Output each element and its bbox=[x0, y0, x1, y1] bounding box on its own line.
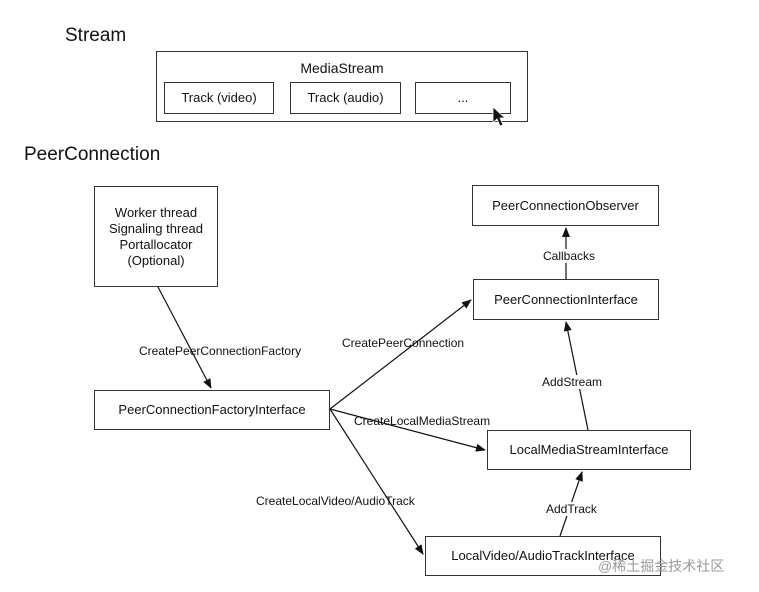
label-create-pc: CreatePeerConnection bbox=[342, 336, 465, 350]
watermark: @稀土掘金技术社区 bbox=[598, 558, 725, 574]
threads-box: Worker thread Signaling thread Portalloc… bbox=[94, 186, 218, 287]
pc-interface-box: PeerConnectionInterface bbox=[473, 279, 659, 320]
factory-interface-box: PeerConnectionFactoryInterface bbox=[94, 390, 330, 430]
label-create-local-track: CreateLocalVideo/AudioTrack bbox=[256, 494, 415, 508]
local-track-box: LocalVideo/AudioTrackInterface bbox=[425, 536, 661, 576]
threads-line-worker: Worker thread bbox=[114, 204, 198, 220]
label-add-track: AddTrack bbox=[546, 502, 597, 516]
track-audio-box: Track (audio) bbox=[290, 82, 401, 114]
threads-line-signaling: Signaling thread bbox=[109, 220, 203, 236]
label-create-factory: CreatePeerConnectionFactory bbox=[139, 344, 302, 358]
edge-create-local-stream bbox=[329, 408, 486, 452]
observer-box: PeerConnectionObserver bbox=[472, 185, 659, 226]
local-stream-box: LocalMediaStreamInterface bbox=[487, 430, 691, 470]
edge-create-factory bbox=[157, 286, 212, 389]
threads-line-optional: (Optional) bbox=[127, 252, 185, 268]
edge-create-local-track bbox=[329, 408, 424, 555]
stream-heading: Stream bbox=[65, 25, 127, 46]
label-add-stream: AddStream bbox=[542, 375, 603, 389]
cursor-icon bbox=[492, 106, 507, 127]
label-create-local-stream: CreateLocalMediaStream bbox=[354, 414, 491, 428]
edge-create-pc bbox=[329, 299, 472, 410]
threads-text: Worker thread Signaling thread Portalloc… bbox=[109, 205, 203, 269]
peerconnection-heading: PeerConnection bbox=[24, 144, 161, 165]
track-more-box: ... bbox=[415, 82, 511, 114]
threads-line-portallocator: Portallocator bbox=[119, 236, 193, 252]
track-video-box: Track (video) bbox=[164, 82, 274, 114]
mediastream-label: MediaStream bbox=[300, 60, 384, 76]
label-callbacks: Callbacks bbox=[543, 249, 596, 263]
